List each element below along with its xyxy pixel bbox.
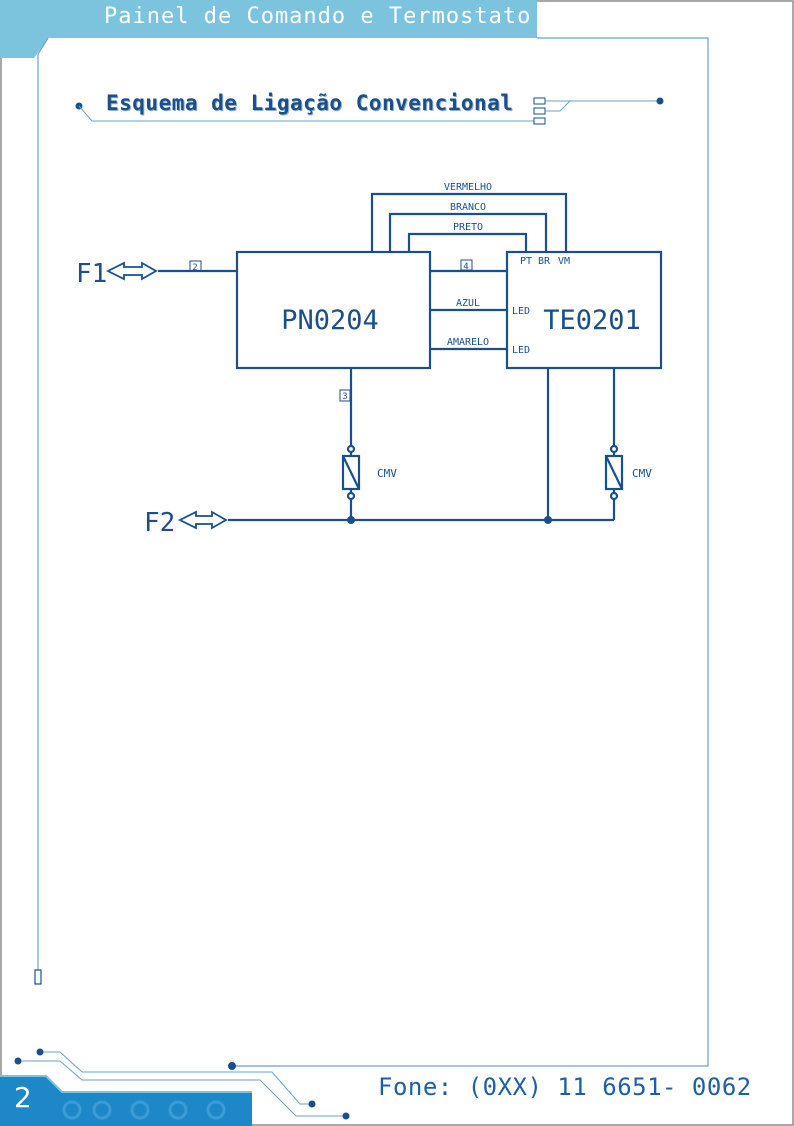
page-number: 2	[14, 1081, 32, 1114]
f2-arrow-icon	[177, 510, 228, 530]
port-pt: PT	[520, 256, 532, 267]
pn0204-label: PN0204	[281, 305, 379, 336]
wire-label-branco: BRANCO	[450, 202, 486, 213]
f2-label: F2	[144, 508, 175, 538]
f1-arrow-icon	[105, 261, 158, 281]
terminal-4: 4	[463, 262, 468, 272]
port-vm: VM	[558, 256, 570, 267]
header-title: Painel de Comando e Termostato	[104, 4, 532, 29]
wire-vermelho	[370, 192, 568, 252]
terminal-2: 2	[192, 263, 197, 273]
cmv-left-label: CMV	[377, 467, 397, 480]
footer-phone: Fone: (0XX) 11 6651- 0062	[378, 1073, 752, 1101]
wire-preto	[407, 232, 528, 252]
wire-label-vermelho: VERMELHO	[444, 182, 492, 193]
port-led-2: LED	[512, 345, 530, 356]
f1-label: F1	[76, 259, 107, 289]
section-title: Esquema de Ligação Convencional	[106, 91, 514, 115]
cmv-right-label: CMV	[632, 467, 652, 480]
port-led-1: LED	[512, 306, 530, 317]
wire-label-amarelo: AMARELO	[447, 337, 489, 348]
wire-branco	[388, 212, 548, 252]
wire-label-azul: AZUL	[456, 298, 480, 309]
wire-label-preto: PRETO	[453, 222, 483, 233]
terminal-3: 3	[342, 392, 347, 402]
port-br: BR	[538, 256, 551, 267]
te0201-label: TE0201	[543, 305, 641, 336]
